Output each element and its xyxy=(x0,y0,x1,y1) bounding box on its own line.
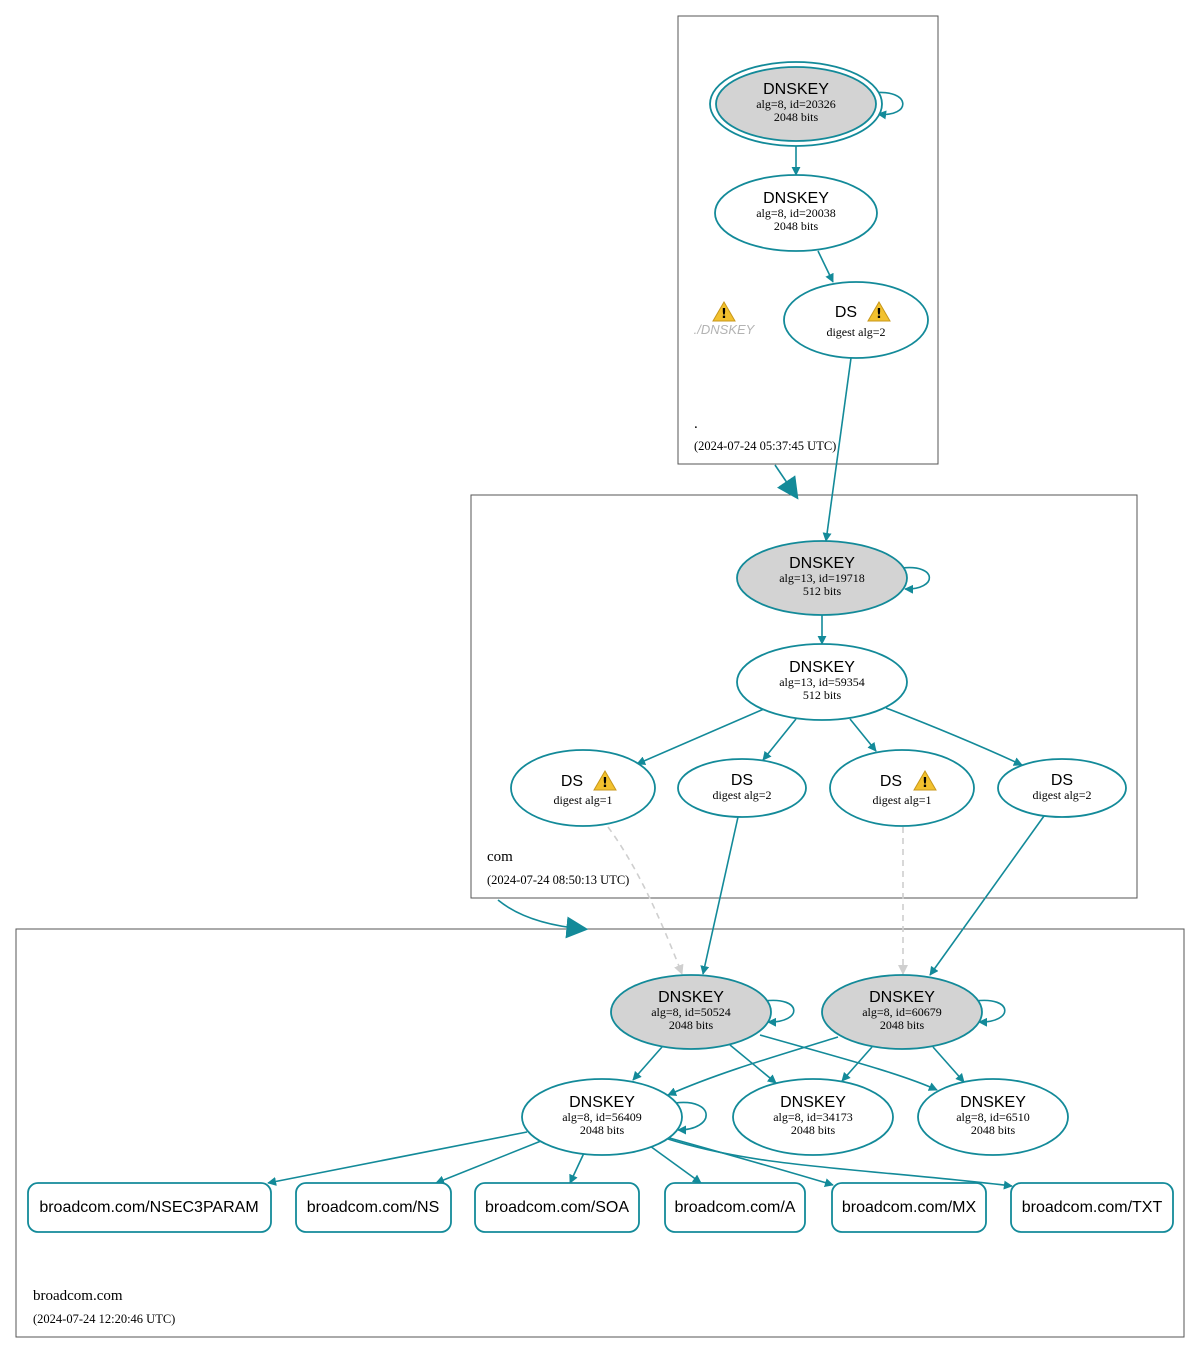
ds-root: DS digest alg=2 xyxy=(783,281,929,359)
rrset-label: broadcom.com/TXT xyxy=(1022,1199,1163,1216)
ds-com-1: DS digest alg=1 xyxy=(510,749,656,827)
node-key-size: 2048 bits xyxy=(880,1018,925,1032)
edge-bc-ksk1-self xyxy=(763,999,795,1027)
edge-bc-zsk1-self xyxy=(674,1101,707,1135)
node-title: DNSKEY xyxy=(960,1094,1026,1111)
node-digest: digest alg=1 xyxy=(872,793,931,807)
dnskey-broadcom-ksk-50524: DNSKEY alg=8, id=50524 2048 bits xyxy=(610,974,772,1050)
node-key-info: alg=8, id=60679 xyxy=(862,1005,942,1019)
node-key-info: alg=8, id=6510 xyxy=(956,1110,1030,1124)
node-key-info: alg=13, id=59354 xyxy=(779,675,865,689)
node-title: DS xyxy=(561,773,583,790)
node-title: DNSKEY xyxy=(569,1094,635,1111)
node-digest: digest alg=2 xyxy=(1032,788,1091,802)
dnskey-com-zsk: DNSKEY alg=13, id=59354 512 bits xyxy=(736,643,908,721)
ghost-dnskey-label: ./DNSKEY xyxy=(694,322,756,337)
node-key-size: 2048 bits xyxy=(580,1123,625,1137)
node-key-size: 2048 bits xyxy=(791,1123,836,1137)
rrset-label: broadcom.com/A xyxy=(675,1199,796,1216)
edge-bc-ksk1-zsk3 xyxy=(759,1034,938,1091)
edge-bc-ksk2-zsk2 xyxy=(841,1046,873,1082)
dnskey-broadcom-zsk-34173: DNSKEY alg=8, id=34173 2048 bits xyxy=(732,1078,894,1156)
node-title: DS xyxy=(835,304,857,321)
node-title: DS xyxy=(1051,772,1073,789)
node-key-size: 2048 bits xyxy=(971,1123,1016,1137)
node-digest: digest alg=2 xyxy=(826,325,885,339)
node-key-size: 512 bits xyxy=(803,688,842,702)
node-title: DNSKEY xyxy=(763,190,829,207)
node-title: DNSKEY xyxy=(789,555,855,572)
edge-bc-ksk2-self xyxy=(974,999,1006,1027)
edge-com-ds1-bc-ksk1 xyxy=(607,826,684,975)
dnskey-com-ksk: DNSKEY alg=13, id=19718 512 bits xyxy=(736,540,908,616)
edge-bc-ksk1-zsk1 xyxy=(632,1046,663,1081)
node-title: DNSKEY xyxy=(869,989,935,1006)
edge-com-zsk-ds4 xyxy=(885,707,1023,766)
node-key-info: alg=8, id=20326 xyxy=(756,97,836,111)
rrset-soa: broadcom.com/SOA xyxy=(474,1182,640,1233)
node-digest: digest alg=2 xyxy=(712,788,771,802)
rrset-nsec3param: broadcom.com/NSEC3PARAM xyxy=(27,1182,272,1233)
node-key-size: 2048 bits xyxy=(774,110,819,124)
node-title: DS xyxy=(731,772,753,789)
edge-root-ds-com-ksk xyxy=(822,357,852,542)
edge-com-ds2-bc-ksk1 xyxy=(700,816,739,975)
rrset-mx: broadcom.com/MX xyxy=(831,1182,987,1233)
ds-com-4: DS digest alg=2 xyxy=(997,758,1127,818)
node-key-size: 2048 bits xyxy=(774,219,819,233)
dnskey-root-ksk: DNSKEY alg=8, id=20326 2048 bits xyxy=(709,61,883,147)
node-digest: digest alg=1 xyxy=(553,793,612,807)
rrset-label: broadcom.com/NS xyxy=(307,1199,440,1216)
node-key-size: 512 bits xyxy=(803,584,842,598)
edge-com-ds4-bc-ksk2 xyxy=(929,815,1045,976)
edge-com-zsk-ds3 xyxy=(849,718,877,752)
edge-bc-zsk1-soa xyxy=(569,1152,585,1184)
dnskey-root-zsk: DNSKEY alg=8, id=20038 2048 bits xyxy=(714,174,878,252)
zone-name: . xyxy=(694,416,698,432)
zone-name: com xyxy=(487,849,513,865)
node-key-info: alg=8, id=50524 xyxy=(651,1005,731,1019)
edge-bc-ksk2-zsk1 xyxy=(667,1036,839,1096)
node-key-info: alg=8, id=56409 xyxy=(562,1110,642,1124)
rrset-label: broadcom.com/NSEC3PARAM xyxy=(39,1199,258,1216)
edge-bc-zsk1-txt xyxy=(667,1138,1013,1190)
dnskey-broadcom-zsk-6510: DNSKEY alg=8, id=6510 2048 bits xyxy=(917,1078,1069,1156)
zone-timestamp: (2024-07-24 08:50:13 UTC) xyxy=(487,873,629,887)
node-title: DNSKEY xyxy=(789,659,855,676)
edge-root-zsk-ds xyxy=(817,250,834,283)
node-key-size: 2048 bits xyxy=(669,1018,714,1032)
delegation-com-to-broadcom xyxy=(497,899,589,939)
edge-bc-zsk1-a xyxy=(649,1145,702,1184)
node-title: DS xyxy=(880,773,902,790)
rrset-label: broadcom.com/SOA xyxy=(485,1199,629,1216)
rrset-ns: broadcom.com/NS xyxy=(295,1182,452,1233)
edge-bc-zsk1-mx xyxy=(665,1136,834,1187)
node-key-info: alg=8, id=34173 xyxy=(773,1110,853,1124)
ds-com-2: DS digest alg=2 xyxy=(677,758,807,818)
node-key-info: alg=13, id=19718 xyxy=(779,571,865,585)
zone-name: broadcom.com xyxy=(33,1288,123,1304)
edge-com-zsk-ds1 xyxy=(636,708,765,765)
zone-timestamp: (2024-07-24 12:20:46 UTC) xyxy=(33,1312,175,1326)
rrset-txt: broadcom.com/TXT xyxy=(1010,1182,1174,1233)
node-title: DNSKEY xyxy=(763,81,829,98)
ds-com-3: DS digest alg=1 xyxy=(829,749,975,827)
edge-com-ksk-self xyxy=(901,566,931,594)
edge-com-zsk-ds2 xyxy=(762,718,797,761)
edge-bc-zsk1-ns xyxy=(435,1140,542,1185)
dnskey-broadcom-ksk-60679: DNSKEY alg=8, id=60679 2048 bits xyxy=(821,974,983,1050)
ghost-dnskey: ./DNSKEY xyxy=(694,301,756,337)
node-key-info: alg=8, id=20038 xyxy=(756,206,836,220)
rrset-a: broadcom.com/A xyxy=(664,1182,806,1233)
node-title: DNSKEY xyxy=(780,1094,846,1111)
edge-bc-zsk1-nsec3param xyxy=(267,1131,528,1186)
node-title: DNSKEY xyxy=(658,989,724,1006)
rrset-label: broadcom.com/MX xyxy=(842,1199,977,1216)
delegation-root-to-com xyxy=(774,464,799,500)
edge-root-ksk-self xyxy=(871,91,904,120)
dnskey-broadcom-zsk-56409: DNSKEY alg=8, id=56409 2048 bits xyxy=(521,1078,683,1156)
edge-bc-ksk2-zsk3 xyxy=(932,1046,965,1083)
zone-timestamp: (2024-07-24 05:37:45 UTC) xyxy=(694,439,836,453)
